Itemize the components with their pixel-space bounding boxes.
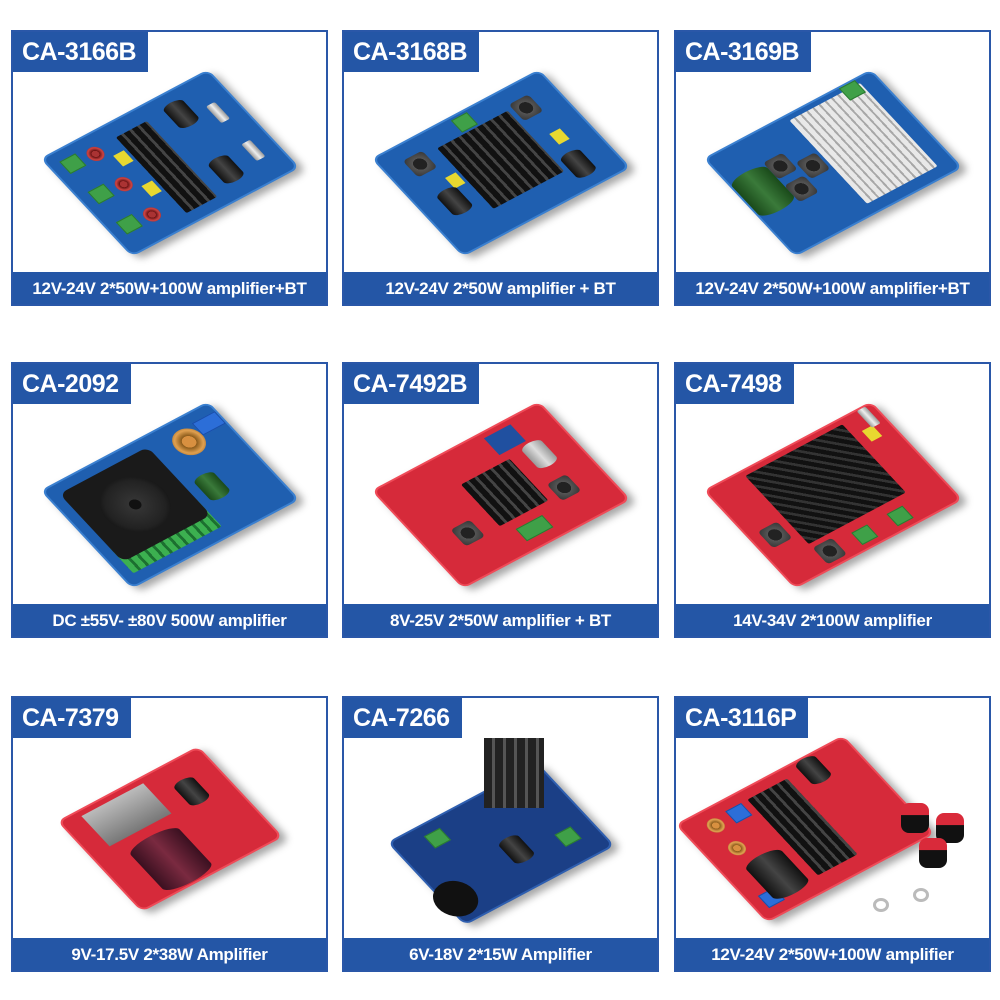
pcb-board [702, 69, 963, 257]
knob [901, 803, 929, 833]
model-label: CA-3168B [344, 32, 480, 72]
pcb-board [56, 746, 283, 912]
pcb-board [39, 401, 300, 589]
model-label: CA-3116P [676, 698, 809, 738]
model-label: CA-7379 [13, 698, 131, 738]
pcb-board [676, 735, 935, 923]
product-card-ca-3169b[interactable]: CA-3169B 12V-24V 2*50W+100W amplifier+BT [674, 30, 991, 306]
product-description: DC ±55V- ±80V 500W amplifier [13, 604, 326, 636]
model-label: CA-2092 [13, 364, 131, 404]
product-description: 8V-25V 2*50W amplifier + BT [344, 604, 657, 636]
product-card-ca-3116p[interactable]: CA-3116P 12V-24V 2*50W+100W amplifier [674, 696, 991, 972]
model-label: CA-3169B [676, 32, 812, 72]
product-card-ca-3166b[interactable]: CA-3166B 12V-24V 2*50W+100W amplifier+BT [11, 30, 328, 306]
product-description: 12V-24V 2*50W+100W amplifier+BT [13, 272, 326, 304]
washer [873, 898, 889, 912]
model-label: CA-7266 [344, 698, 462, 738]
product-image [364, 62, 637, 264]
product-description: 12V-24V 2*50W+100W amplifier+BT [676, 272, 989, 304]
product-description: 12V-24V 2*50W+100W amplifier [676, 938, 989, 970]
product-description: 9V-17.5V 2*38W Amplifier [13, 938, 326, 970]
pcb-board [702, 401, 963, 589]
product-description: 6V-18V 2*15W Amplifier [344, 938, 657, 970]
product-image [696, 394, 969, 596]
pcb-board [370, 401, 631, 589]
product-image [33, 394, 306, 596]
product-image [676, 728, 969, 930]
pcb-board [370, 69, 631, 257]
washer [913, 888, 929, 902]
knob [919, 838, 947, 868]
product-image [364, 728, 637, 930]
product-card-ca-2092[interactable]: CA-2092 DC ±55V- ±80V 500W amplifier [11, 362, 328, 638]
product-image [696, 62, 969, 264]
model-label: CA-7498 [676, 364, 794, 404]
product-card-ca-3168b[interactable]: CA-3168B 12V-24V 2*50W amplifier + BT [342, 30, 659, 306]
model-label: CA-7492B [344, 364, 480, 404]
product-card-ca-7379[interactable]: CA-7379 9V-17.5V 2*38W Amplifier [11, 696, 328, 972]
product-description: 12V-24V 2*50W amplifier + BT [344, 272, 657, 304]
product-description: 14V-34V 2*100W amplifier [676, 604, 989, 636]
product-image [33, 728, 306, 930]
product-image [364, 394, 637, 596]
heatsink [484, 738, 544, 808]
model-label: CA-3166B [13, 32, 149, 72]
pcb-board [39, 69, 300, 257]
product-card-ca-7266[interactable]: CA-7266 6V-18V 2*15W Amplifier [342, 696, 659, 972]
product-image [33, 62, 306, 264]
product-card-ca-7492b[interactable]: CA-7492B 8V-25V 2*50W amplifier + BT [342, 362, 659, 638]
product-card-ca-7498[interactable]: CA-7498 14V-34V 2*100W amplifier [674, 362, 991, 638]
